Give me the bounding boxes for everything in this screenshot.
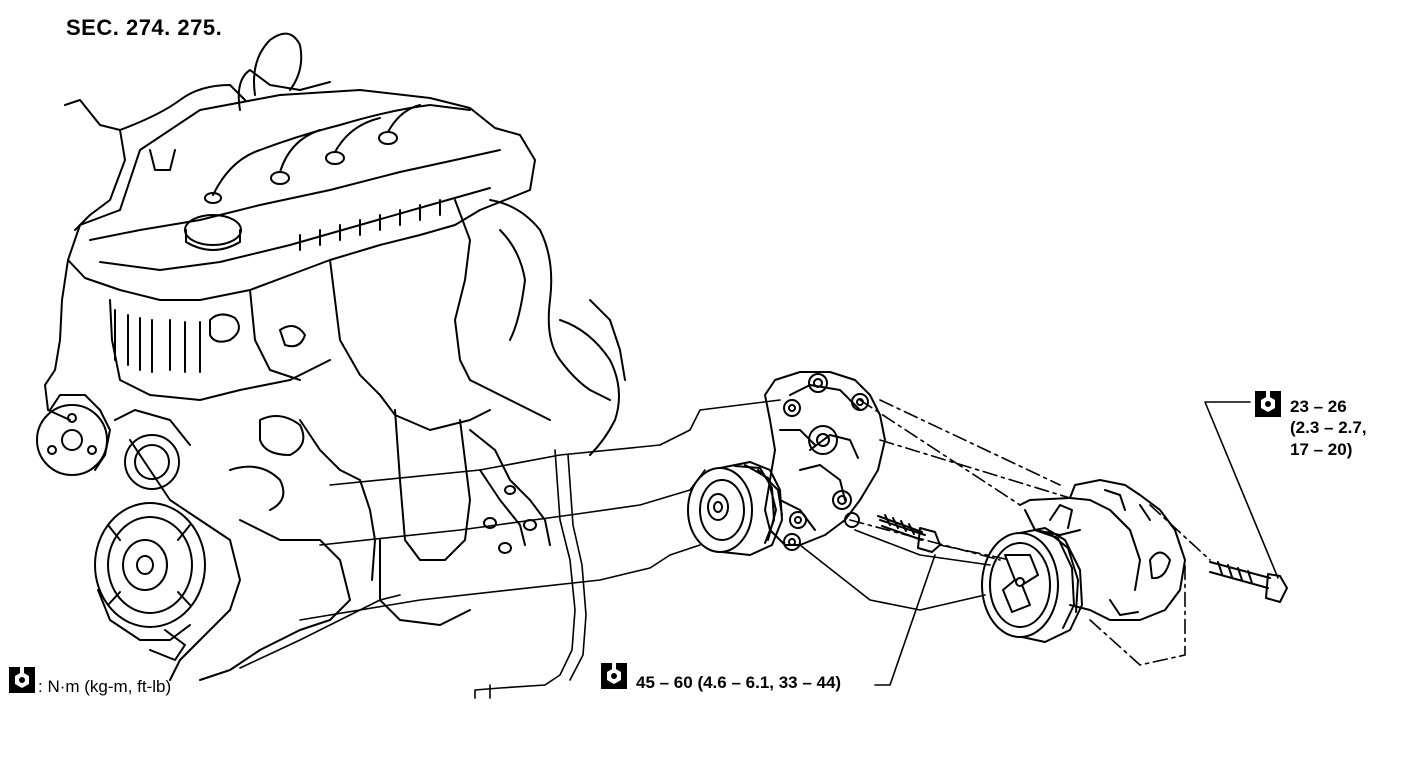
valve-cover: [67, 89, 536, 301]
leader-bracket-bolt: [874, 554, 936, 686]
torque-unit-legend: : N·m (kg-m, ft-lb): [38, 677, 172, 696]
torque-wrench-icon: [9, 667, 35, 693]
engine-block: [36, 32, 626, 681]
ac-compressor: [981, 479, 1186, 643]
bracket-bolt-torque-spec: 45 – 60 (4.6 – 6.1, 33 – 44): [636, 673, 842, 692]
torque-wrench-icon: [1255, 391, 1281, 417]
compressor-mounting-bracket: [687, 371, 886, 556]
torque-wrench-icon: [601, 663, 627, 689]
torque-range-kgm: (2.3 – 2.7,: [1290, 418, 1367, 438]
compressor-bolt: [1209, 561, 1288, 603]
torque-range-ftlb: 17 – 20): [1290, 439, 1353, 459]
assembly-guide-lines: [239, 399, 1279, 699]
leader-compressor-bolt: [1204, 401, 1279, 579]
torque-range-nm: 23 – 26: [1290, 397, 1347, 416]
compressor-bolt-torque-spec: 23 – 26 (2.3 – 2.7, 17 – 20): [1290, 396, 1367, 460]
bracket-bolt: [877, 514, 941, 553]
section-reference: SEC. 274. 275.: [66, 15, 223, 40]
